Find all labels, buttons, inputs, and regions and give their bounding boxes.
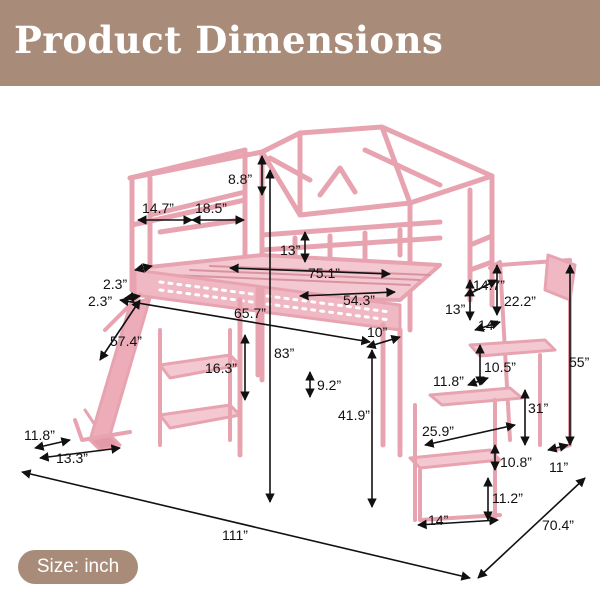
dim-label-guard-panel-width: 14.7” [142,200,174,216]
dim-label-total-length: 111” [222,527,248,543]
dim-label-stair-base-depth: 11” [549,459,569,475]
dim-label-bottom-step: 10.8” [500,454,532,470]
size-unit-badge: Size: inch [18,550,138,584]
dim-label-ladder-post-height: 22.2” [504,293,536,309]
dim-label-mattress-length: 75.1” [308,265,340,281]
dim-label-total-height: 83” [274,345,295,361]
dim-label-slide-foot-length: 13.3” [56,450,88,466]
dim-label-slide-length: 57.4” [110,333,142,349]
dim-label-shelf-gap: 9.2” [317,377,341,393]
dim-label-stairs-length: 25.9” [422,423,454,439]
slide [73,293,152,452]
underbed-shelves [158,328,242,447]
dim-label-stairs-section: 31” [528,400,549,416]
dim-label-shelf-height: 16.3” [205,360,237,376]
dim-label-rail-bottom-gap: 2.3” [88,293,112,309]
dimension-labels: 8.8” 14.7” 18.5” 13” 75.1” 2.3” 2.3” 54.… [24,171,590,543]
dim-label-inner-width: 54.3” [343,292,375,308]
dim-label-step-depth: 11.8” [433,373,464,389]
dim-label-roof-height: 8.8” [228,171,252,187]
dim-label-front-length: 65.7” [234,305,266,321]
dim-label-step-rise: 10.5” [484,359,516,375]
dim-label-rail-top-gap: 2.3” [103,276,127,292]
dim-label-stair-base-width: 14” [428,512,449,528]
dim-label-first-step-height: 11.2” [492,490,523,506]
dim-label-ladder-rail-width: 14.7” [473,277,505,293]
dim-label-front-depth: 10” [367,324,388,340]
house-roof-frame [127,124,495,218]
dim-label-ladder-rail-height: 13” [445,301,466,317]
dimension-arrows [21,155,586,581]
dim-label-stairs-height: 55” [569,354,590,370]
dim-label-underbed-height: 41.9” [338,407,370,423]
dim-label-guard-height: 13” [280,242,301,258]
dim-label-slide-foot-depth: 11.8” [24,427,55,443]
page-title: Product Dimensions [14,18,444,62]
dim-label-guard-gap-width: 18.5” [195,200,227,216]
header-banner: Product Dimensions [0,0,600,86]
dim-label-step-width: 14” [478,317,499,333]
dim-label-total-width: 70.4” [542,517,574,533]
